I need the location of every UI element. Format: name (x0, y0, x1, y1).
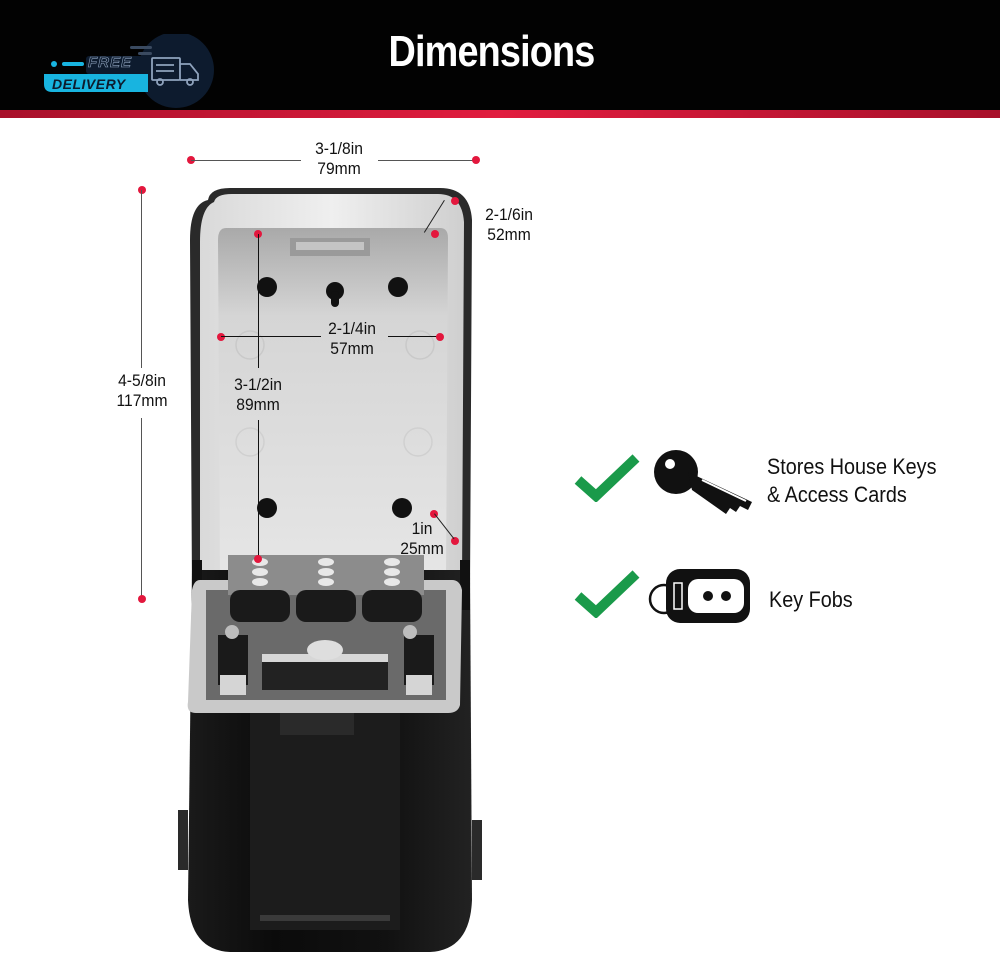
dimension-line-inner-height (258, 420, 259, 558)
dimension-label-depth: 2-1/6in 52mm (485, 205, 533, 244)
dimension-line-height (141, 190, 142, 368)
dimension-label-outer-height: 4-5/8in 117mm (116, 371, 168, 410)
feature-line1: Key Fobs (769, 587, 853, 612)
key-fob-icon (648, 569, 750, 623)
badge-free-text: FREE (88, 54, 133, 72)
lockbox-product-image (178, 188, 482, 952)
dimension-label-outer-width: 3-1/8in 79mm (315, 139, 363, 178)
feature-line2: & Access Cards (767, 482, 907, 507)
marker-dot (436, 333, 444, 341)
dimension-label-inner-height: 3-1/2in 89mm (234, 375, 282, 414)
marker-dot (217, 333, 225, 341)
dimension-line-inner-width (388, 336, 440, 337)
marker-dot (254, 555, 262, 563)
feature-line1: Stores House Keys (767, 454, 937, 479)
marker-dot (138, 186, 146, 194)
dimension-line-inner-height (258, 234, 259, 368)
delivery-truck-icon (44, 34, 214, 108)
marker-dot (431, 230, 439, 238)
dimension-line-width (378, 160, 476, 161)
page-title: Dimensions (388, 27, 596, 76)
marker-dot (138, 595, 146, 603)
key-icon (654, 450, 752, 514)
checkmark-icon (574, 570, 640, 618)
checkmark-icon (574, 454, 640, 502)
marker-dot (451, 197, 459, 205)
dimension-label-inner-depth: 1in 25mm (400, 519, 444, 558)
marker-dot (451, 537, 459, 545)
dimension-line-width (191, 160, 301, 161)
badge-delivery-text: DELIVERY (52, 76, 126, 92)
free-delivery-badge: FREE DELIVERY (38, 34, 218, 110)
dimension-label-inner-width: 2-1/4in 57mm (328, 319, 376, 358)
dimension-line-inner-width (221, 336, 321, 337)
dimension-line-height (141, 418, 142, 596)
marker-dot (472, 156, 480, 164)
header-accent-band (0, 110, 1000, 118)
